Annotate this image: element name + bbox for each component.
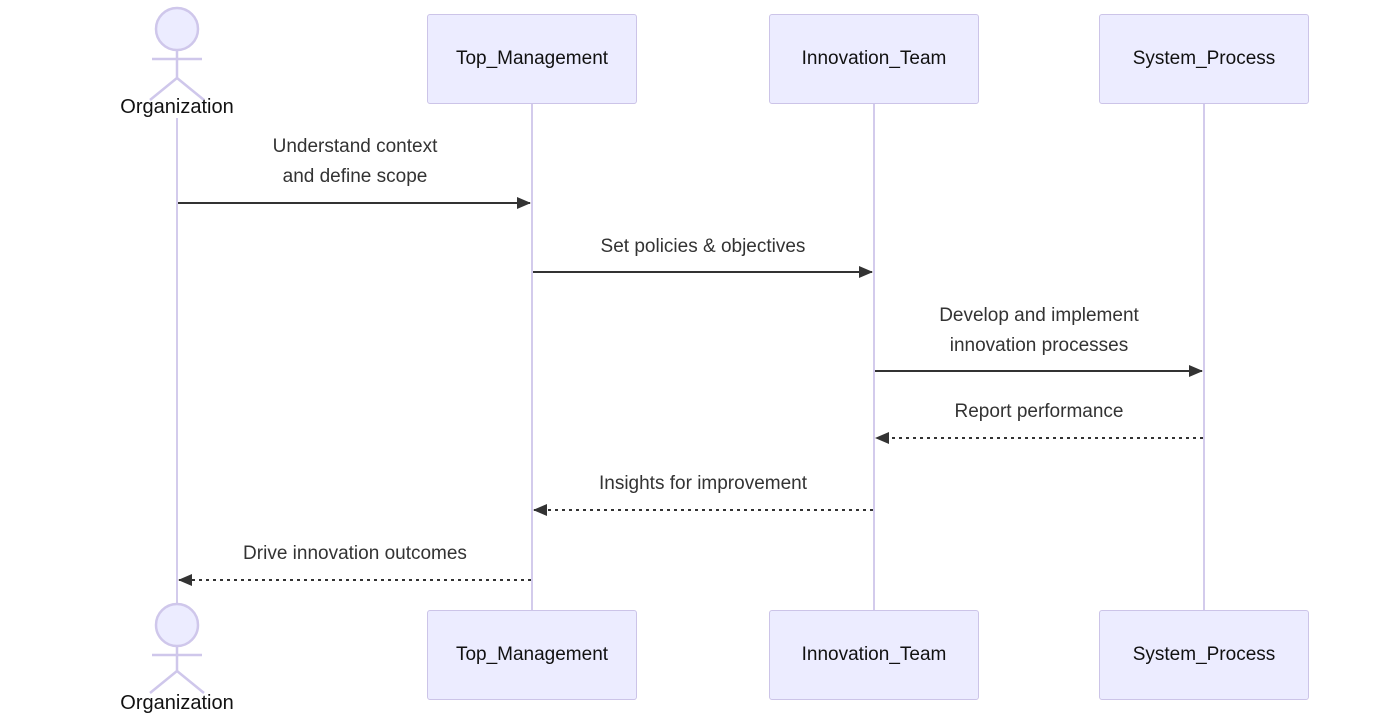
actor-right-leg — [176, 670, 205, 694]
actor-left-leg — [149, 670, 178, 694]
actor-left-leg — [149, 77, 178, 101]
message-label-develop-implement: Develop and implement innovation process… — [939, 305, 1139, 356]
participant-box-innovation-team-bottom: Innovation_Team — [769, 610, 979, 700]
participant-label: Innovation_Team — [801, 48, 947, 69]
actor-head — [154, 602, 200, 648]
actor-stick-figure-icon-bottom — [149, 602, 205, 694]
actor-head — [154, 6, 200, 52]
participant-box-system-process-bottom: System_Process — [1099, 610, 1309, 700]
participant-box-innovation-team-top: Innovation_Team — [769, 14, 979, 104]
participant-label: Top_Management — [455, 48, 609, 69]
message-label-drive-outcomes: Drive innovation outcomes — [243, 543, 467, 564]
message-label-insights-improvement: Insights for improvement — [598, 473, 808, 494]
participant-label: Top_Management — [455, 644, 609, 665]
message-label-understand-context: Understand context and define scope — [272, 136, 438, 187]
participant-box-system-process-top: System_Process — [1099, 14, 1309, 104]
actor-label-bottom: Organization — [120, 692, 234, 714]
actor-stick-figure-icon-top — [149, 6, 205, 101]
message-label-report-performance: Report performance — [954, 401, 1124, 422]
actor-right-leg — [176, 77, 205, 101]
actor-label-top: Organization — [120, 96, 234, 118]
participant-box-top-management-bottom: Top_Management — [427, 610, 637, 700]
participant-label: Innovation_Team — [801, 644, 947, 665]
participant-label: System_Process — [1132, 48, 1276, 69]
participant-box-top-management-top: Top_Management — [427, 14, 637, 104]
message-label-set-policies: Set policies & objectives — [600, 236, 806, 257]
participant-label: System_Process — [1132, 644, 1276, 665]
